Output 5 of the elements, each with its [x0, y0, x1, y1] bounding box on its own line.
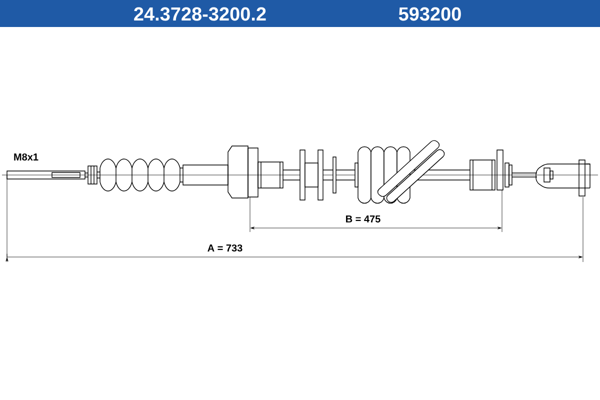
dimension-label: A = 733	[208, 244, 242, 252]
part-number: 24.3728-3200.2	[134, 7, 266, 21]
thread-label: M8x1	[14, 153, 38, 161]
dimension-label: B = 475	[346, 216, 380, 222]
part-number: 593200	[398, 7, 461, 21]
